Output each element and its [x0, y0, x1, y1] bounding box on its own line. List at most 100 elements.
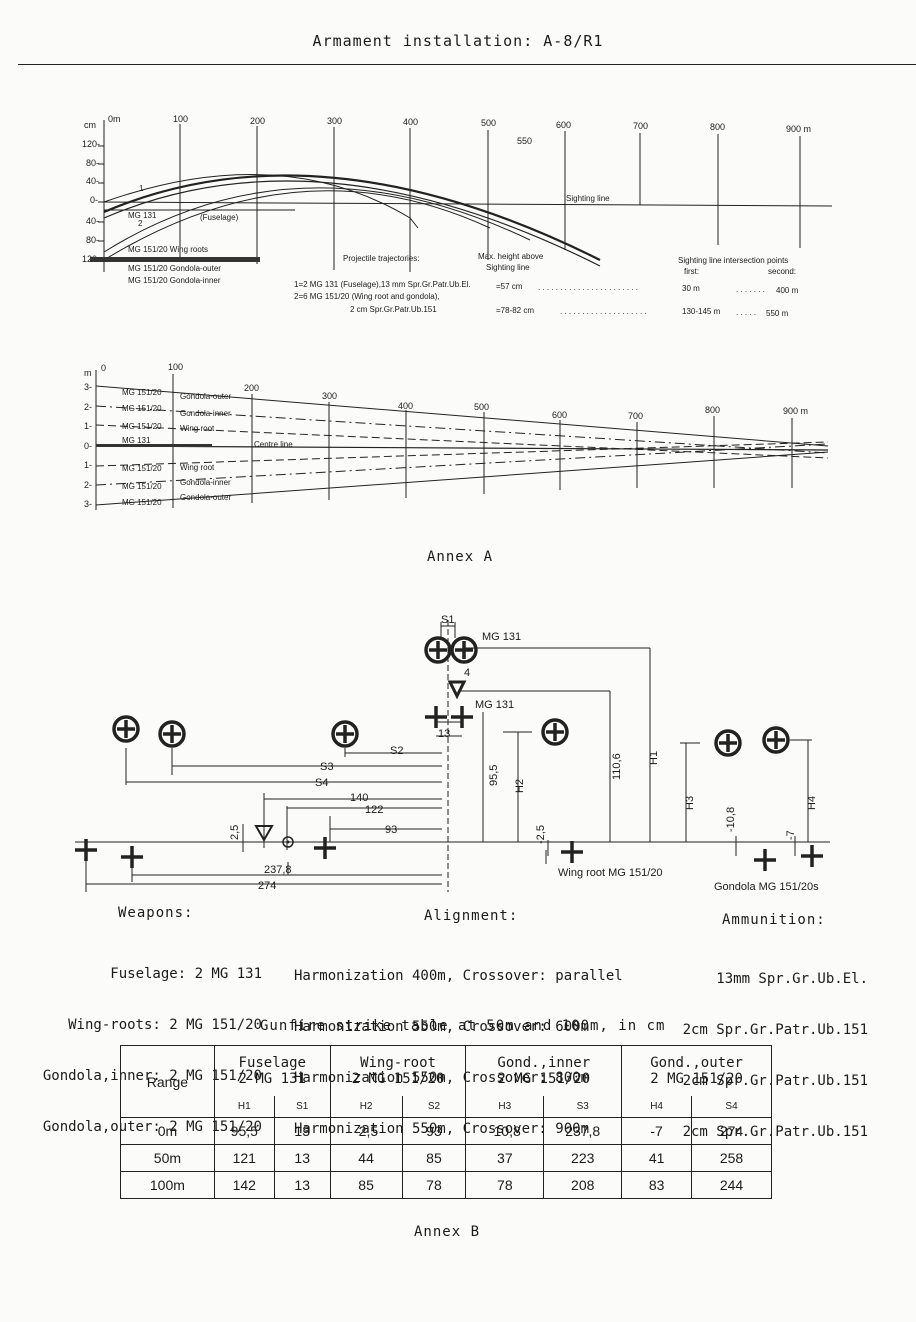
- label-7: -7: [785, 830, 797, 840]
- svg-text:. . . . . . .: . . . . . . .: [736, 285, 765, 294]
- row-pos-5: Wing root: [180, 463, 215, 472]
- gun-wing-left: [312, 835, 338, 861]
- label-h1: H1: [648, 751, 660, 765]
- row-gun-7: MG 151/20: [122, 498, 162, 507]
- label-s1: S1: [441, 614, 454, 626]
- cell: 37: [465, 1144, 545, 1172]
- r2-400: 400: [398, 401, 413, 411]
- y-0: 0-: [84, 441, 92, 451]
- cell: -7: [621, 1117, 693, 1145]
- label-gondola: Gondola MG 151/20s: [714, 881, 819, 893]
- label-s4: S4: [315, 777, 328, 789]
- label-h3: H3: [684, 796, 696, 810]
- range-header: Range: [120, 1045, 215, 1118]
- alignment-line: Harmonization 550m, Crossover: 600m: [294, 1019, 590, 1035]
- range-label-700: 700: [633, 121, 648, 131]
- row2-text: 2=6 MG 151/20 (Wing root and gondola),: [294, 292, 440, 301]
- row1-second: 400 m: [776, 286, 799, 295]
- annex-b-label: Annex B: [414, 1224, 481, 1240]
- range-label-600: 600: [556, 120, 571, 130]
- row1-text: 1=2 MG 131 (Fuselage),13 mm Spr.Gr.Patr.…: [294, 280, 471, 289]
- col-h2: H2: [329, 1095, 403, 1118]
- cell: 95,5: [213, 1117, 275, 1145]
- range-label-400: 400: [403, 117, 418, 127]
- label-2-5-right: -2,5: [535, 825, 547, 844]
- range-label-800: 800: [710, 122, 725, 132]
- target-gondola-outer-left: [112, 715, 140, 743]
- col-s2: S2: [401, 1095, 467, 1118]
- target-gondola-outer-right: [762, 726, 790, 754]
- gun-gondola-inner-left: [119, 844, 145, 870]
- label-122: 122: [365, 804, 383, 816]
- cm-40-down: 40-: [86, 216, 99, 226]
- target-mg131-right: [450, 636, 478, 664]
- label-4: 4: [464, 667, 470, 679]
- max-height-label-2: Sighting line: [486, 263, 530, 272]
- target-wing-right: [541, 718, 569, 746]
- r2-700: 700: [628, 411, 643, 421]
- centre-point: [282, 836, 294, 848]
- r2-100: 100: [168, 362, 183, 372]
- fuselage-label: (Fuselage): [200, 213, 239, 222]
- cell: 121: [213, 1144, 275, 1172]
- cm-40-up: 40-: [86, 176, 99, 186]
- target-gondola-inner-right: [714, 729, 742, 757]
- row-pos-2: Gondola-inner: [180, 409, 231, 418]
- sighting-line-label: Sighting line: [566, 194, 610, 203]
- label-h4: H4: [806, 796, 818, 810]
- gondola-inner-label: MG 151/20 Gondola-inner: [128, 276, 221, 285]
- r2-500: 500: [474, 402, 489, 412]
- ammunition-line: 13mm Spr.Gr.Ub.El.: [716, 971, 868, 987]
- cell: 85: [329, 1171, 403, 1199]
- cell: 41: [621, 1144, 693, 1172]
- cell: 13: [273, 1144, 331, 1172]
- cm-80-down: 80-: [86, 235, 99, 245]
- row3-second: 550 m: [766, 309, 789, 318]
- label-wing-root: Wing root MG 151/20: [558, 867, 663, 879]
- label-s3: S3: [320, 761, 333, 773]
- gun-mg131-right: [449, 704, 475, 730]
- cell: 78: [401, 1171, 467, 1199]
- label-274: 274: [258, 880, 276, 892]
- convergence-diagram: m 0 100 200 300 400 500 600 700 800 900 …: [84, 362, 829, 510]
- gun-gondola-inner-right: [752, 847, 778, 873]
- row-pos-7: Gondola-outer: [180, 493, 231, 502]
- row-gun-2: MG 151/20: [122, 404, 162, 413]
- row3-text: 2 cm Spr.Gr.Patr.Ub.151: [350, 305, 437, 314]
- sight-triangle-left: [254, 825, 274, 843]
- y-3-down: 3-: [84, 499, 92, 509]
- centre-bar: [96, 444, 212, 447]
- page-title: Armament installation: A-8/R1: [312, 32, 604, 50]
- cell: 244: [691, 1171, 772, 1199]
- mark-550: 550: [517, 136, 532, 146]
- r2-900: 900 m: [783, 406, 808, 416]
- y-1-up: 1-: [84, 421, 92, 431]
- group-guns: 2 MG 151/20: [497, 1070, 591, 1087]
- group-name: Wing-root: [360, 1054, 436, 1071]
- cell: 78: [465, 1171, 545, 1199]
- cell: -2,5: [329, 1117, 403, 1145]
- cell: 83: [621, 1171, 693, 1199]
- svg-text:. . . . . . . . . . . . . . .: . . . . . . . . . . . . . . . . . . . . …: [538, 283, 638, 292]
- col-s3: S3: [543, 1095, 623, 1118]
- cell: 85: [401, 1144, 467, 1172]
- target-gondola-inner-left: [158, 720, 186, 748]
- svg-text:. . . . . . . . . . . . . . .: . . . . . . . . . . . . . . . . . . . .: [560, 307, 647, 316]
- group-guns: 2 MG 131: [238, 1070, 306, 1087]
- target-mg131-left: [424, 636, 452, 664]
- range-label-100: 100: [173, 114, 188, 124]
- centre-line-label: Centre line: [254, 440, 293, 449]
- r2-800: 800: [705, 405, 720, 415]
- trajectory-diagram: 0m 100 200 300 400 500 600 700 800 900 m…: [82, 114, 833, 318]
- col-s4: S4: [691, 1095, 772, 1118]
- label-mg131-top: MG 131: [482, 631, 521, 643]
- group-guns: 2 MG 151/20: [351, 1070, 445, 1087]
- range-label-300: 300: [327, 116, 342, 126]
- y-3-up: 3-: [84, 382, 92, 392]
- sight-triangle-top: [447, 680, 467, 700]
- cell: 274: [691, 1117, 772, 1145]
- label-140: 140: [350, 792, 368, 804]
